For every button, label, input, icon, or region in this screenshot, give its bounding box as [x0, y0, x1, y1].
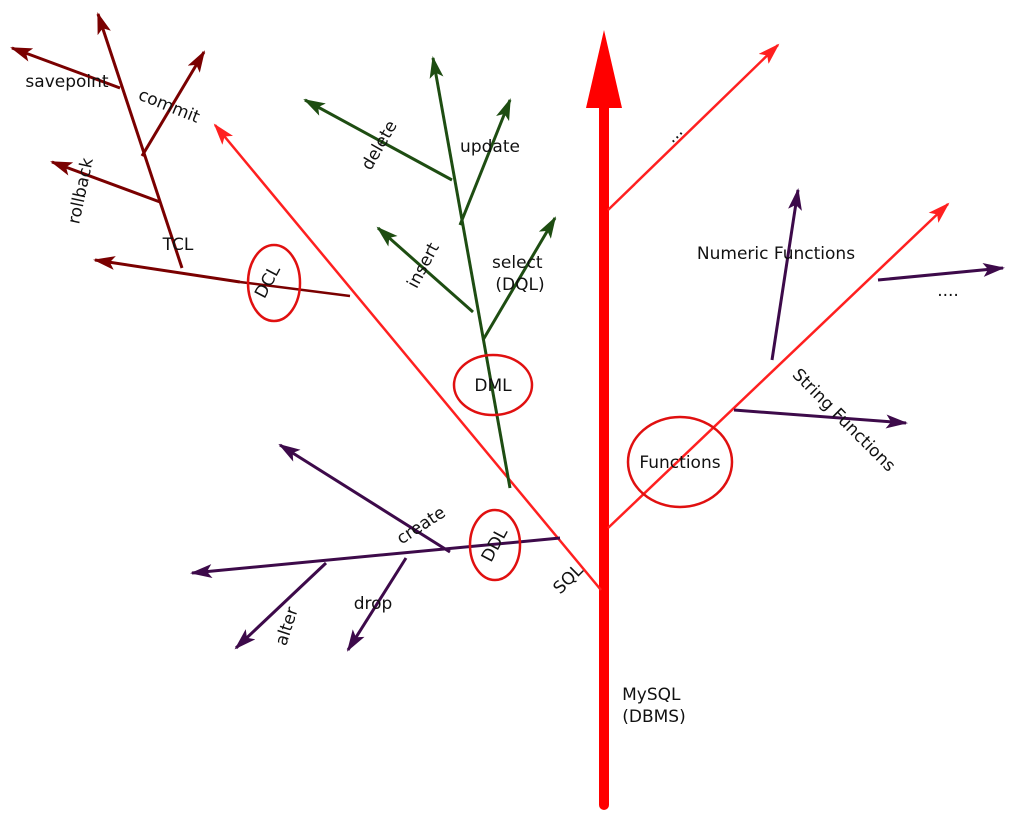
dcl-label: DCL	[251, 262, 285, 302]
trunk-label-line1: MySQL	[622, 685, 681, 705]
select-label-line2: (DQL)	[495, 275, 544, 295]
commit-label: commit	[135, 85, 202, 128]
delete-label: delete	[358, 117, 402, 173]
dcl-ellipse	[246, 243, 302, 323]
ddl-ellipse	[468, 508, 522, 582]
tcl-branch	[10, 12, 241, 284]
drop-arrow	[346, 557, 408, 652]
savepoint-arrow	[10, 46, 121, 90]
tcl-main-line	[93, 256, 241, 284]
trunk-label: MySQL (DBMS)	[622, 685, 686, 727]
savepoint-label: savepoint	[25, 72, 108, 92]
select-arrow	[481, 216, 557, 341]
string-functions-arrow	[733, 408, 908, 429]
dml-branch	[303, 56, 557, 489]
sql-branch-line	[213, 123, 602, 591]
ddl-main-line	[190, 536, 561, 579]
insert-label: insert	[403, 239, 444, 291]
dml-ellipse	[452, 353, 534, 417]
numeric-functions-label: Numeric Functions	[697, 244, 855, 264]
labels: MySQL (DBMS) SQL DDL DML DCL TCL Functio…	[25, 72, 958, 727]
numeric-functions-arrow	[770, 188, 802, 361]
ddl-label: DDL	[478, 524, 513, 565]
select-label: select (DQL)	[492, 253, 548, 295]
ddl-branch	[190, 443, 561, 652]
commit-arrow	[140, 50, 206, 157]
trunk-arrowhead	[586, 30, 622, 108]
dcl-branch-line	[239, 280, 351, 298]
alter-arrow	[234, 561, 328, 650]
create-label: create	[393, 503, 449, 549]
node-ellipses	[246, 243, 734, 582]
update-label: update	[460, 137, 520, 157]
create-arrow	[278, 443, 451, 554]
update-arrow	[458, 98, 512, 226]
functions-label: Functions	[639, 453, 720, 473]
insert-arrow	[376, 226, 474, 314]
tcl-label: TCL	[162, 235, 194, 255]
more-functions-arrow	[877, 262, 1005, 282]
savepoint-line	[96, 12, 184, 269]
delete-arrow	[303, 98, 453, 182]
functions-ellipse	[626, 415, 734, 509]
dml-main-line	[429, 56, 512, 489]
functions-subbranches	[733, 188, 1005, 429]
drop-label: drop	[354, 594, 393, 614]
dml-label: DML	[474, 376, 512, 396]
trunk-label-line2: (DBMS)	[622, 707, 685, 727]
rollback-label: rollback	[64, 156, 97, 226]
functions-branch-line	[607, 202, 950, 529]
select-label-line1: select	[492, 253, 543, 273]
more-functions-label: ....	[937, 281, 959, 301]
trunk	[586, 30, 622, 810]
more-branch-line	[607, 43, 780, 211]
rollback-arrow	[50, 160, 161, 204]
more-top-label: ...	[662, 122, 688, 148]
red-branches	[213, 43, 950, 591]
